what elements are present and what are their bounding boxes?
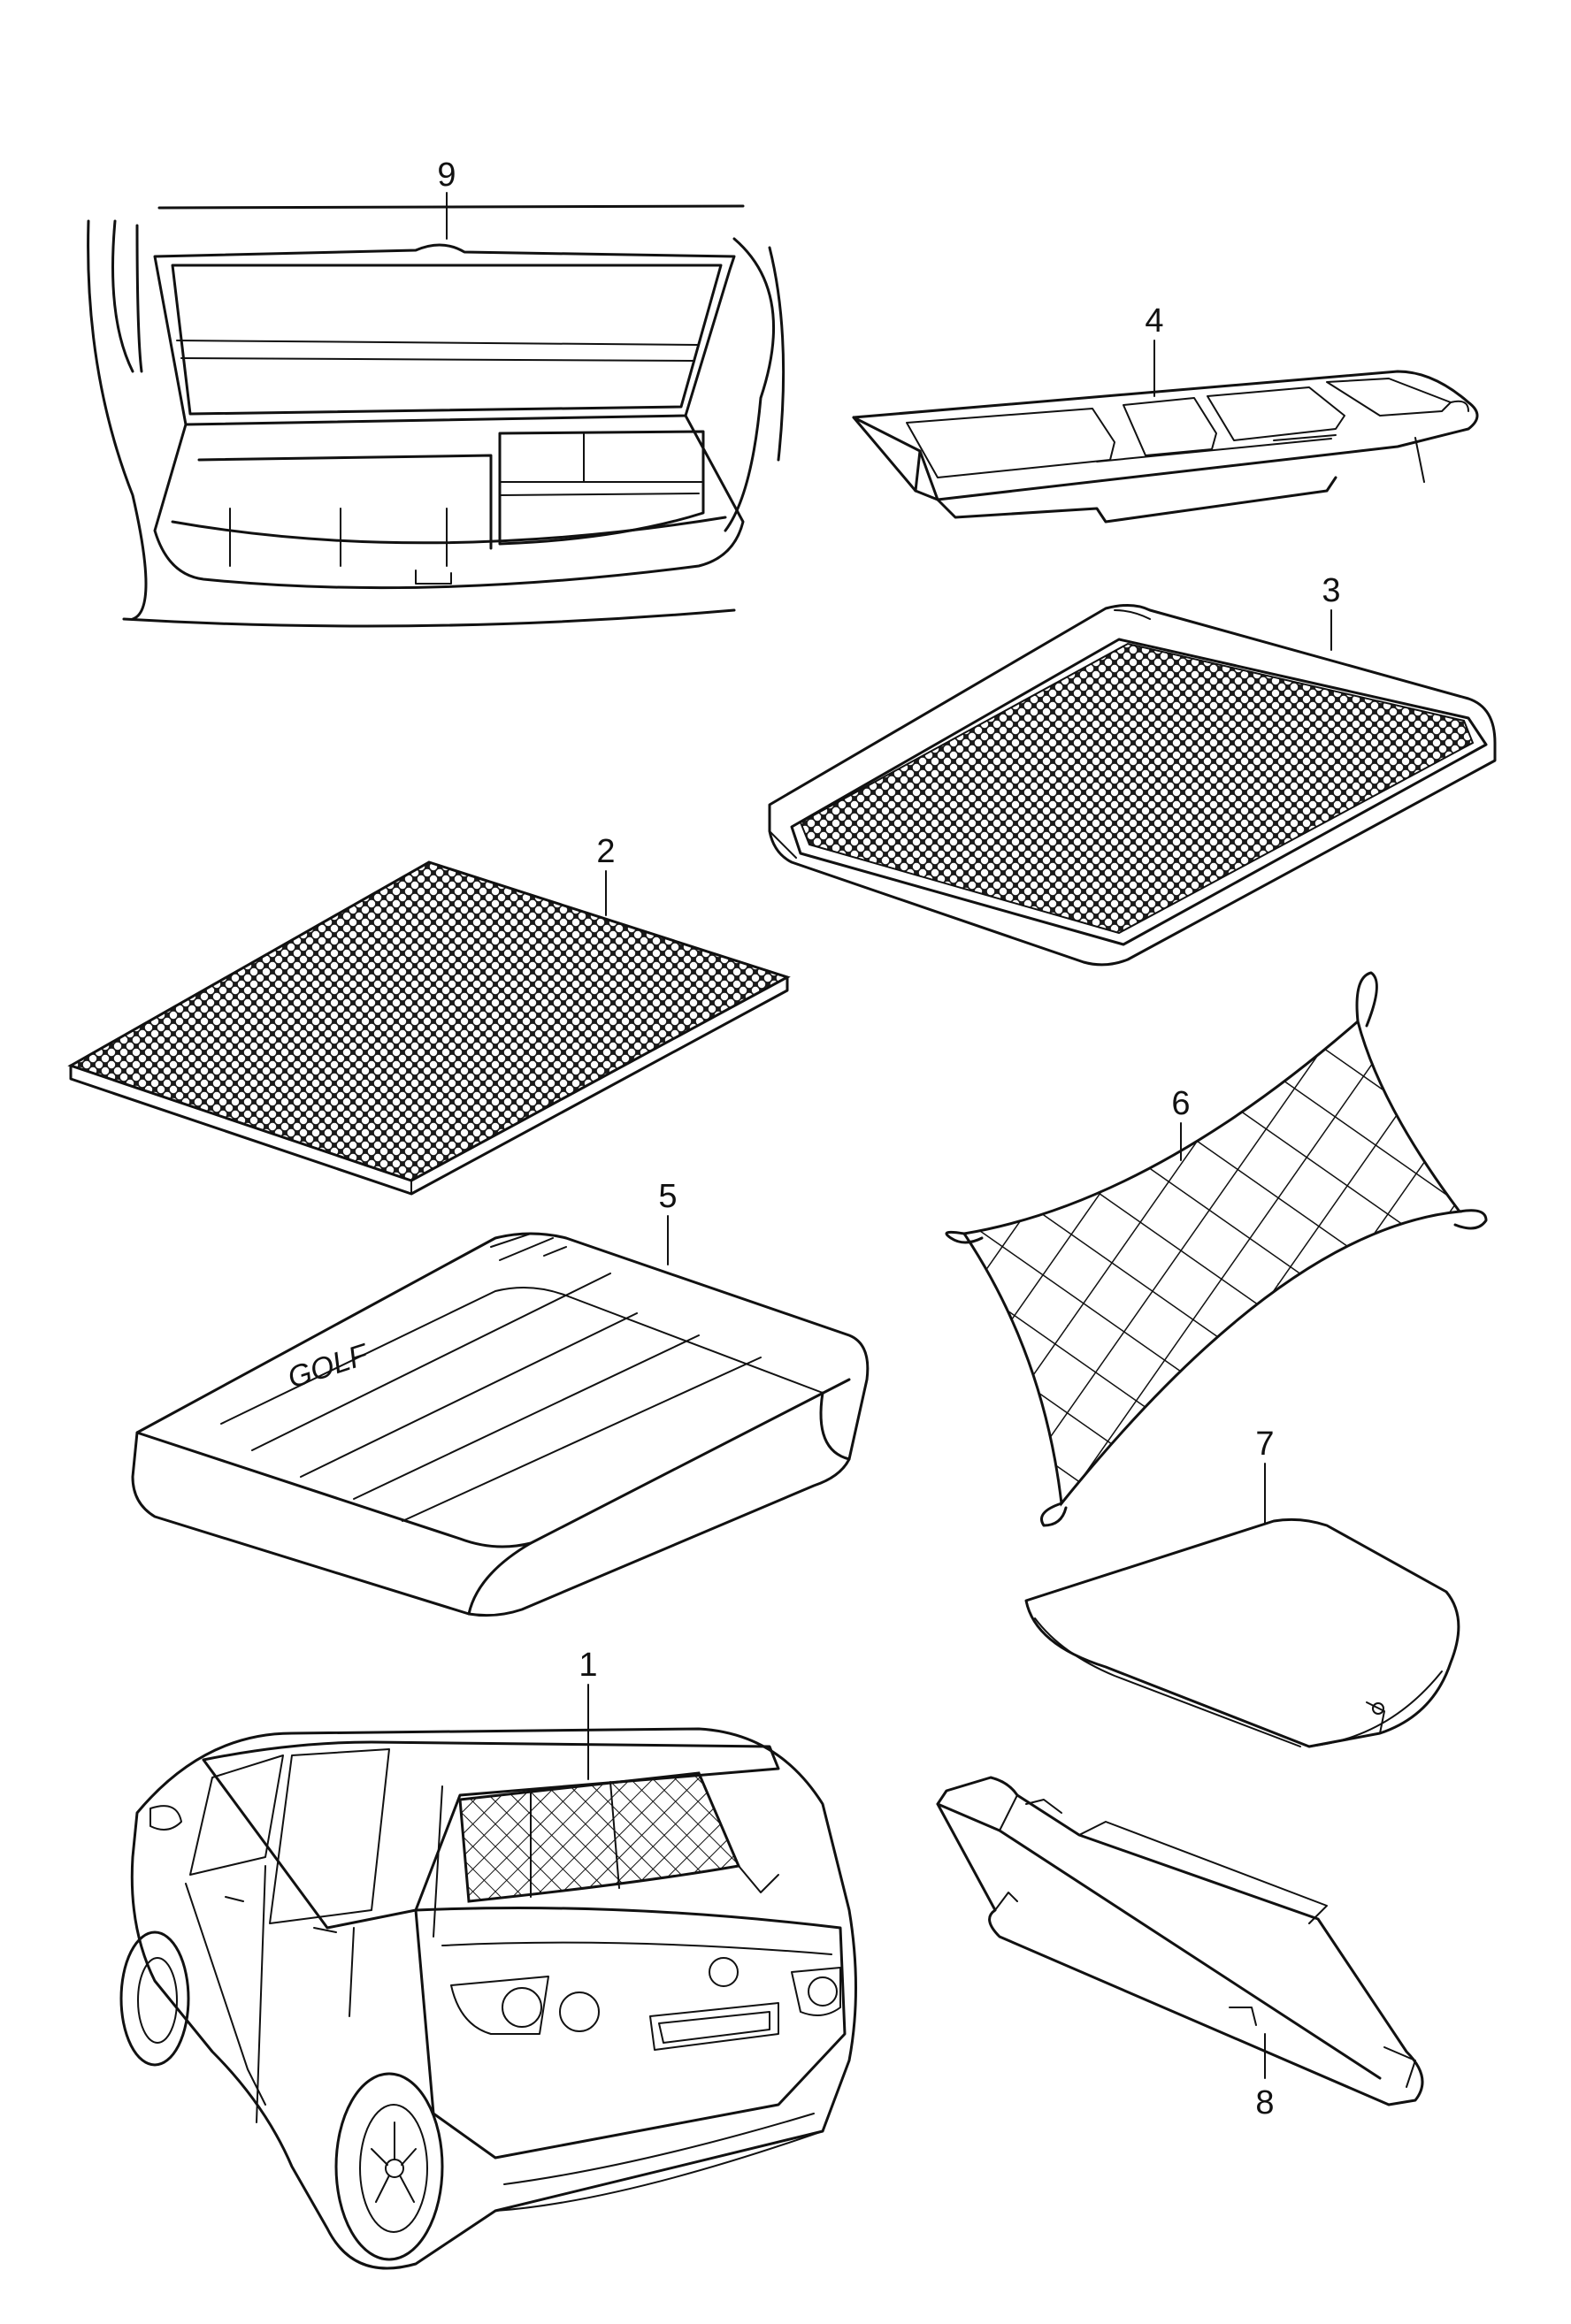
part-5-golf-tray: GOLF 5 <box>131 1178 870 1617</box>
part-3-luggage-tray: 3 <box>768 572 1497 967</box>
callout-8: 8 <box>1255 2084 1274 2121</box>
callout-3: 3 <box>1322 572 1340 609</box>
callout-9: 9 <box>437 157 456 194</box>
part-1-car-with-net: 1 <box>119 1647 857 2270</box>
part-6-luggage-net: 6 <box>945 971 1488 1527</box>
callout-5: 5 <box>658 1178 677 1215</box>
part-7-cover-bag: 7 <box>1024 1426 1460 1748</box>
part-8-roller-cover: 8 <box>936 1776 1424 2121</box>
part-4-storage-tray: 4 <box>852 302 1479 524</box>
callout-7: 7 <box>1255 1426 1274 1463</box>
callout-4: 4 <box>1145 302 1163 340</box>
part-9-trunk-insert: 9 <box>87 157 786 628</box>
callout-2: 2 <box>596 833 615 870</box>
callout-6: 6 <box>1171 1085 1190 1122</box>
part-2-floor-mat: 2 <box>67 833 791 1196</box>
callout-1: 1 <box>579 1647 597 1684</box>
